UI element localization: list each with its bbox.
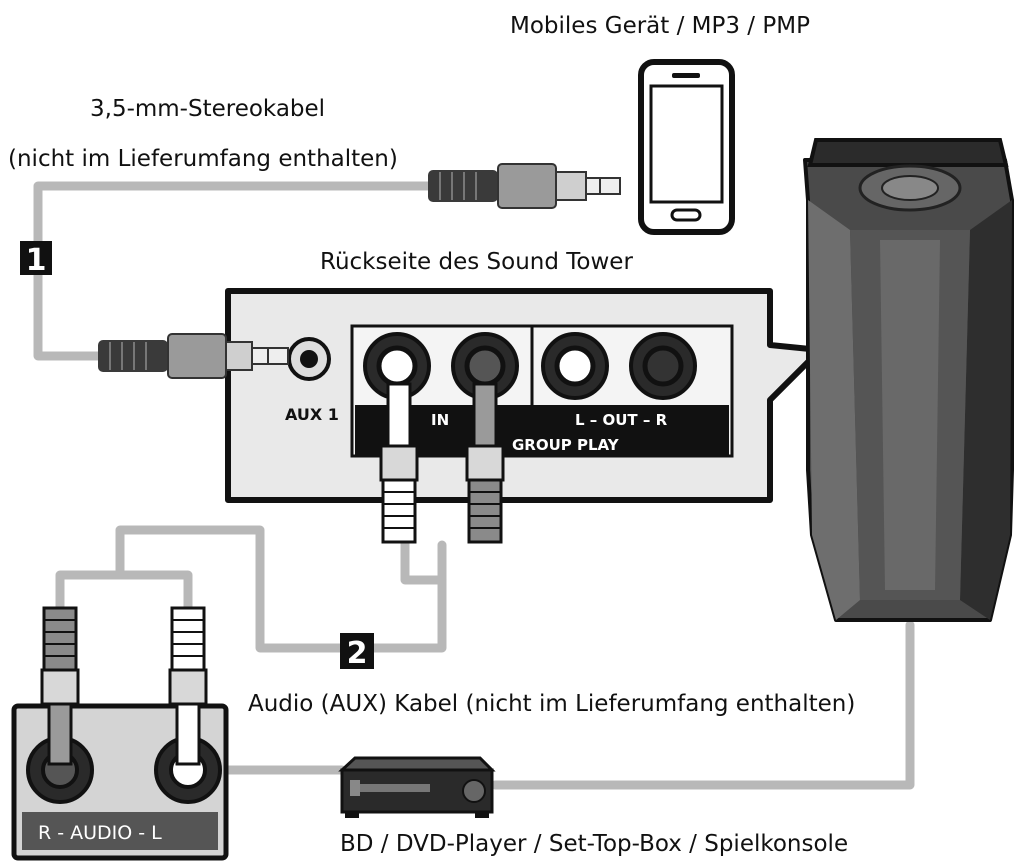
- step-1-badge: 1: [20, 241, 52, 278]
- rca-cable-lower: [55, 570, 193, 617]
- smartphone-icon: [638, 59, 735, 235]
- out-jack-right: [629, 332, 697, 400]
- in-label: IN: [431, 411, 449, 429]
- dvd-player-icon: [338, 756, 496, 818]
- stereo-cable-label-2: (nicht im Lieferumfang enthalten): [8, 146, 398, 172]
- sound-tower-icon: [803, 138, 1014, 622]
- rca-cable-upper: [400, 535, 447, 585]
- aux1-jack: [287, 337, 331, 381]
- rear-panel: AUX 1 IN L – OUT – R GROUP PLAY: [225, 288, 823, 503]
- step-1-number: 1: [26, 243, 47, 278]
- step-2-number: 2: [347, 636, 368, 671]
- in-jack-left: [363, 332, 431, 400]
- rca-plug-white-panel-icon: [379, 382, 419, 544]
- in-jack-right: [451, 332, 519, 400]
- rear-panel-label: Rückseite des Sound Tower: [320, 249, 633, 275]
- out-label: L – OUT – R: [575, 411, 668, 429]
- rca-plug-white-source-icon: [168, 606, 208, 766]
- aux1-label: AUX 1: [285, 405, 339, 424]
- rca-plug-gray-panel-icon: [465, 382, 505, 544]
- rca-plug-gray-source-icon: [40, 606, 80, 766]
- step-2-badge: 2: [340, 633, 374, 671]
- source-devices-label: BD / DVD-Player / Set-Top-Box / Spielkon…: [340, 831, 848, 857]
- speaker-to-player-cable: [490, 620, 915, 790]
- out-jack-left: [541, 332, 609, 400]
- rca-cable-middle: [115, 525, 447, 653]
- stereo-plug-top-icon: [428, 163, 621, 209]
- stereo-cable-label-1: 3,5-mm-Stereokabel: [90, 96, 325, 122]
- aux-cable-label: Audio (AUX) Kabel (nicht im Lieferumfang…: [248, 691, 855, 717]
- stereo-plug-aux-icon: [98, 333, 289, 379]
- group-play-label: GROUP PLAY: [512, 436, 620, 454]
- source-audio-label: R - AUDIO - L: [38, 822, 162, 844]
- mobile-device-label: Mobiles Gerät / MP3 / PMP: [510, 13, 810, 39]
